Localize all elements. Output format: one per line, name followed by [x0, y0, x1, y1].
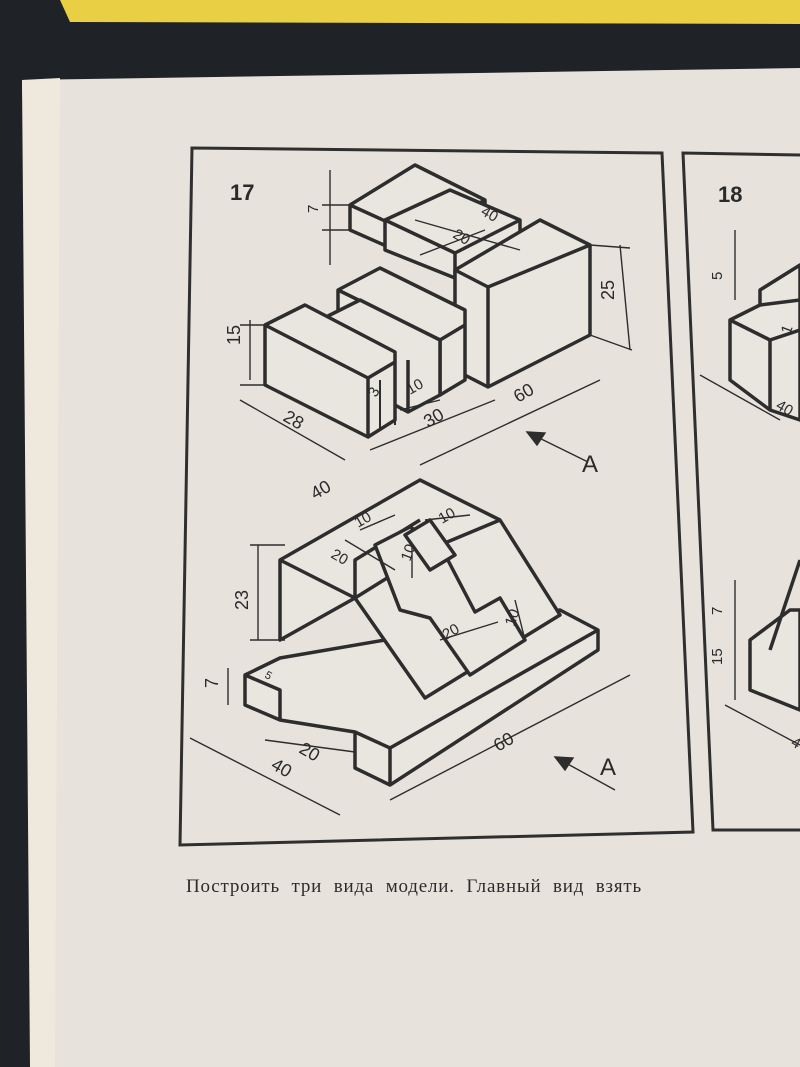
upper-model-dimension-lines [239, 170, 633, 466]
dim-40-upper: 40 [478, 203, 501, 226]
dim-23-lower: 23 [232, 590, 252, 610]
upper-model-drawing [263, 163, 592, 439]
dim-10-lower-c: 10 [398, 542, 420, 563]
dim-20-lower-a: 20 [328, 546, 351, 569]
dim-15-fig18: 15 [709, 648, 726, 665]
yellow-strip [60, 0, 800, 24]
dim-7-lower: 7 [202, 678, 222, 688]
page-edge [22, 78, 60, 1067]
figure-17-frame [178, 146, 695, 847]
dim-20-lower-b: 20 [440, 620, 463, 643]
dim-40-fig18: 40 [773, 397, 796, 420]
dim-15-upper: 15 [224, 325, 244, 345]
figure-18-drawing [728, 263, 800, 712]
dim-10-lower-d: 10 [502, 607, 524, 628]
figure-18-number: 18 [718, 182, 743, 207]
figure-17-number: 17 [230, 180, 255, 205]
dim-5-fig18: 5 [709, 272, 726, 280]
figure-18-dimension-labels: 5 1 40 7 15 4 [709, 272, 800, 753]
dim-10-lower-a: 10 [352, 508, 375, 531]
dim-7-upper: 7 [305, 205, 322, 213]
dim-25-upper: 25 [598, 280, 618, 300]
view-arrow-a-upper: A [582, 451, 598, 478]
upper-model-dimension-labels: 7 40 20 25 15 3 10 28 30 60 A [224, 203, 618, 478]
dim-5-lower: 5 [263, 669, 274, 682]
page-caption: Построить три вида модели. Главный вид в… [186, 876, 642, 897]
view-arrow-a-lower: A [600, 754, 616, 781]
lower-model-dimension-lines [189, 514, 631, 816]
figure-18-frame [681, 151, 800, 832]
figure-18-dimension-lines [699, 230, 800, 746]
dim-7-fig18: 7 [709, 607, 726, 615]
dim-10-lower-b: 10 [436, 504, 459, 527]
dim-20-upper: 20 [450, 226, 473, 249]
dim-10-upper: 10 [404, 375, 427, 398]
